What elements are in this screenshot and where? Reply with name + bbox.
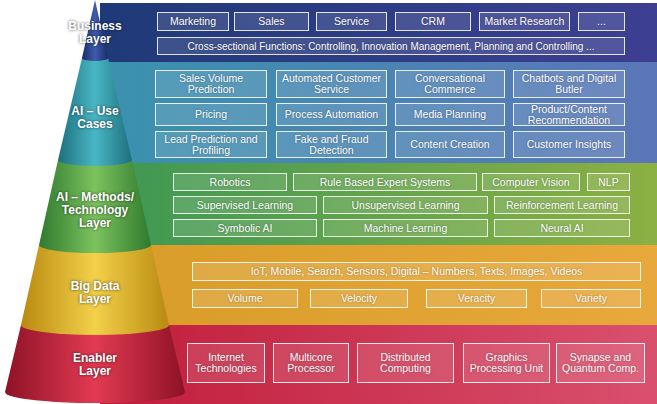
item-text: Graphics Processing Unit bbox=[466, 352, 547, 374]
layer-label: AI – Methods/ Technology Layer bbox=[47, 191, 143, 230]
item-box: Fake and Fraud Detection bbox=[276, 131, 387, 158]
item-text: Pricing bbox=[195, 109, 227, 120]
item-box: IoT, Mobile, Search, Sensors, Digital – … bbox=[192, 262, 641, 281]
layer-band: Business Layer Marketing Sales Service CRM Ma… bbox=[0, 0, 657, 62]
item-box: CRM bbox=[395, 12, 471, 31]
item-box: Synapse and Quantum Comp. bbox=[556, 343, 645, 383]
item-box: Product/Content Recommendation bbox=[513, 103, 625, 126]
item-text: Process Automation bbox=[285, 109, 378, 120]
item-text: Rule Based Expert Systems bbox=[320, 177, 451, 188]
item-box: Chatbots and Digital Butler bbox=[513, 70, 625, 98]
item-box: Multicore Processor bbox=[273, 343, 349, 383]
item-box: Conversational Commerce bbox=[395, 70, 505, 98]
item-text: Sales Volume Prediction bbox=[158, 73, 264, 95]
layer-band: AI – Methods/ Technology Layer Robotics Ru… bbox=[0, 163, 657, 245]
item-text: Cross-sectional Functions: Controlling, … bbox=[188, 41, 595, 52]
item-text: Marketing bbox=[170, 16, 216, 27]
item-box: Supervised Learning bbox=[173, 196, 317, 214]
item-text: Lead Prediction and Profiling bbox=[158, 134, 264, 156]
item-text: Computer Vision bbox=[492, 177, 569, 188]
item-box: Lead Prediction and Profiling bbox=[155, 131, 267, 158]
item-text: Reinforcement Learning bbox=[506, 200, 618, 211]
layer-band: Big Data Layer IoT, Mobile, Search, Senso… bbox=[0, 245, 657, 325]
item-box: Velocity bbox=[310, 289, 408, 308]
item-box: Process Automation bbox=[276, 103, 387, 126]
item-text: CRM bbox=[421, 16, 445, 27]
item-text: NLP bbox=[598, 177, 618, 188]
item-text: Machine Learning bbox=[364, 223, 447, 234]
item-box: Marketing bbox=[157, 12, 229, 31]
item-box: Robotics bbox=[173, 173, 287, 191]
layer-band: AI – Use Cases Sales Volume Prediction Aut… bbox=[0, 62, 657, 163]
item-box: Service bbox=[316, 12, 387, 31]
item-text: Symbolic AI bbox=[218, 223, 273, 234]
item-box: Automated Customer Service bbox=[276, 70, 387, 98]
item-box: Media Planning bbox=[395, 103, 505, 126]
item-box: Reinforcement Learning bbox=[494, 196, 630, 214]
item-text: Conversational Commerce bbox=[398, 73, 502, 95]
item-text: Product/Content Recommendation bbox=[516, 104, 622, 126]
item-text: Robotics bbox=[210, 177, 251, 188]
item-box: Pricing bbox=[155, 103, 267, 126]
item-box: Internet Technologies bbox=[187, 343, 265, 383]
layer-label: Business Layer bbox=[60, 20, 130, 46]
item-text: Media Planning bbox=[414, 109, 486, 120]
item-box: Rule Based Expert Systems bbox=[293, 173, 477, 191]
item-text: Market Research bbox=[485, 16, 565, 27]
item-text: Volume bbox=[227, 293, 262, 304]
item-text: Supervised Learning bbox=[197, 200, 293, 211]
layer-label: AI – Use Cases bbox=[55, 105, 135, 131]
item-box: Unsupervised Learning bbox=[323, 196, 488, 214]
item-box: NLP bbox=[587, 173, 630, 191]
item-text: Customer Insights bbox=[527, 139, 612, 150]
layer-band: Enabler Layer Internet Technologies Multic… bbox=[0, 325, 657, 404]
item-text: IoT, Mobile, Search, Sensors, Digital – … bbox=[251, 266, 583, 277]
item-box: Content Creation bbox=[395, 131, 505, 158]
item-box: Sales Volume Prediction bbox=[155, 70, 267, 98]
item-box: Market Research bbox=[479, 12, 570, 31]
item-text: ... bbox=[597, 16, 606, 27]
item-text: Synapse and Quantum Comp. bbox=[559, 352, 642, 374]
item-text: Automated Customer Service bbox=[279, 73, 384, 95]
item-text: Velocity bbox=[341, 293, 377, 304]
item-text: Fake and Fraud Detection bbox=[279, 134, 384, 156]
layer-label: Enabler Layer bbox=[60, 352, 130, 378]
item-box: Graphics Processing Unit bbox=[463, 343, 550, 383]
item-box: ... bbox=[578, 12, 625, 31]
item-box: Veracity bbox=[426, 289, 527, 308]
item-text: Variety bbox=[575, 293, 607, 304]
item-text: Unsupervised Learning bbox=[352, 200, 460, 211]
item-box: Cross-sectional Functions: Controlling, … bbox=[157, 37, 625, 55]
item-box: Variety bbox=[541, 289, 641, 308]
item-text: Multicore Processor bbox=[276, 352, 346, 374]
layer-label: Big Data Layer bbox=[60, 280, 130, 306]
item-box: Volume bbox=[192, 289, 298, 308]
item-text: Chatbots and Digital Butler bbox=[516, 73, 622, 95]
item-text: Distributed Computing bbox=[360, 352, 451, 374]
item-box: Machine Learning bbox=[323, 219, 488, 237]
item-text: Internet Technologies bbox=[190, 352, 262, 374]
item-text: Neural AI bbox=[540, 223, 583, 234]
item-text: Sales bbox=[258, 16, 284, 27]
item-box: Sales bbox=[234, 12, 309, 31]
item-box: Distributed Computing bbox=[357, 343, 454, 383]
item-text: Service bbox=[334, 16, 369, 27]
item-text: Veracity bbox=[458, 293, 495, 304]
item-box: Neural AI bbox=[494, 219, 630, 237]
item-box: Computer Vision bbox=[482, 173, 580, 191]
item-text: Content Creation bbox=[410, 139, 489, 150]
item-box: Symbolic AI bbox=[173, 219, 317, 237]
item-box: Customer Insights bbox=[513, 131, 625, 158]
